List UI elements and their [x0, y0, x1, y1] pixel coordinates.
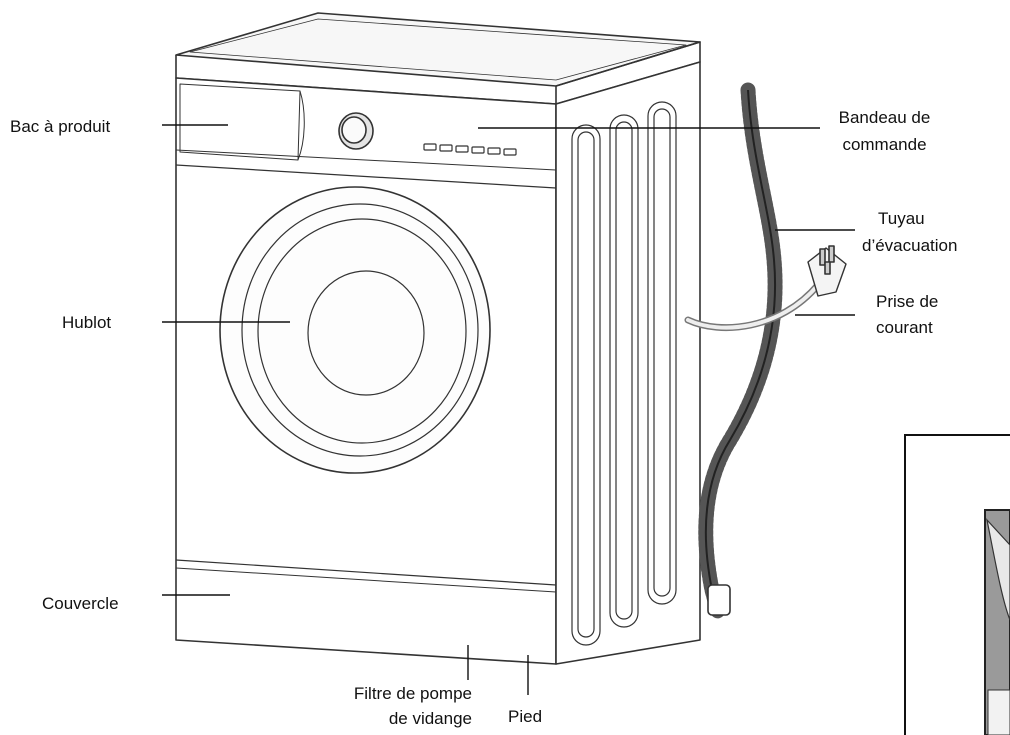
- porthole-door: [219, 186, 491, 474]
- program-knob: [338, 112, 374, 150]
- label-power-plug-line1: Prise de: [876, 292, 939, 311]
- label-filter-line1: Filtre de pompe: [353, 684, 472, 703]
- label-filter-line2: de vidange: [388, 709, 472, 728]
- control-buttons: [423, 143, 517, 156]
- side-panel: [555, 61, 701, 665]
- inset-frame: [904, 434, 1010, 735]
- label-control-panel-line2: commande: [842, 135, 927, 154]
- label-drain-hose-line2: d’évacuation: [862, 236, 958, 255]
- power-plug: [807, 245, 847, 297]
- label-porthole: Hublot: [62, 313, 112, 332]
- power-cord: [684, 281, 822, 332]
- label-detergent-drawer: Bac à produit: [10, 117, 111, 136]
- label-drain-hose-line1: Tuyau: [878, 209, 925, 228]
- label-cover: Couvercle: [42, 594, 119, 613]
- machine-top: [175, 12, 701, 87]
- drain-hose: [698, 82, 783, 620]
- side-ribs: [571, 101, 677, 646]
- label-control-panel-line1: Bandeau de: [838, 108, 931, 127]
- label-power-plug-line2: courant: [876, 318, 933, 337]
- label-foot: Pied: [508, 707, 543, 726]
- bottom-cover: [175, 559, 557, 586]
